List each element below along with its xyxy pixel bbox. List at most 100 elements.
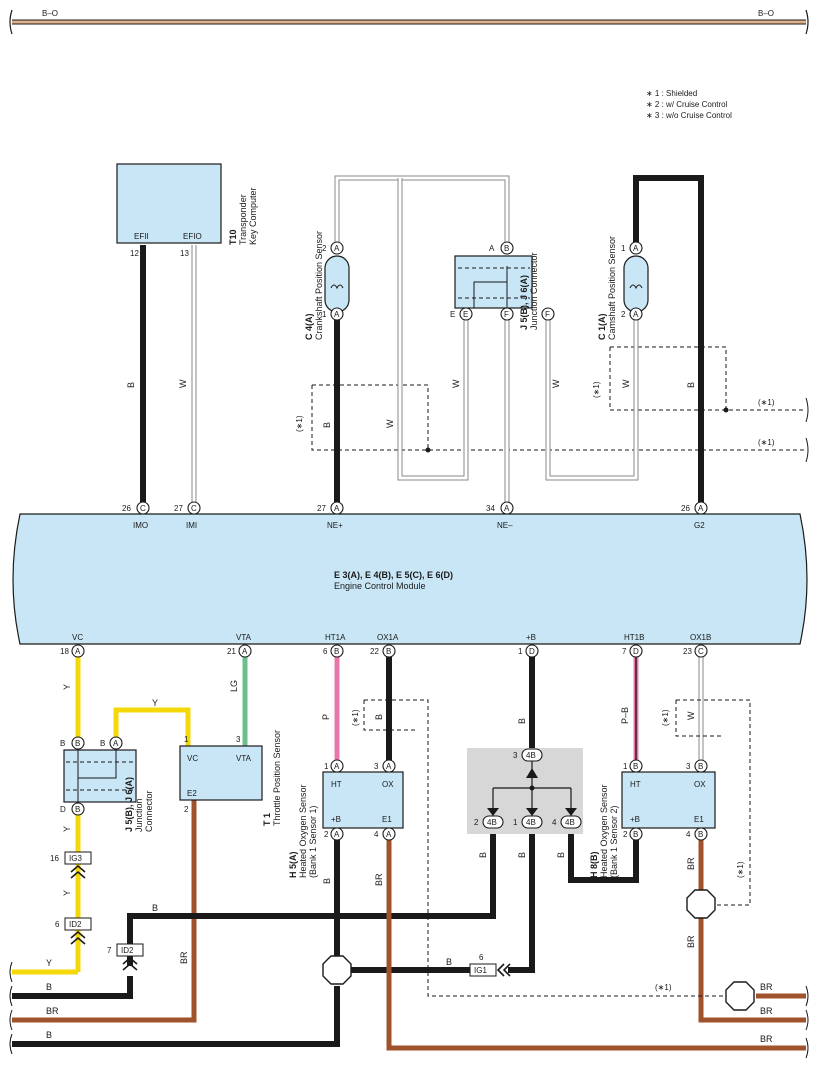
pin-number: 6 [479, 953, 484, 962]
wire-color-label: B [478, 852, 488, 858]
shield-note-label: (∗1) [655, 983, 672, 992]
engine-control-module: E 3(A), E 4(B), E 5(C), E 6(D) Engine Co… [12, 513, 808, 645]
wire-color-label: BR [760, 1034, 773, 1044]
terminal-letter: A [504, 504, 510, 513]
wire-labels-bottom: Y Y LG P (∗1) B B P–B (∗1) W Y Y Y B BR … [46, 680, 773, 1044]
pin-number: 1 [322, 310, 327, 319]
terminal-letter: D [529, 647, 535, 656]
component-name: Junction [134, 798, 144, 832]
wire-color-label: (∗1) [351, 709, 360, 726]
pin-number: 1 [513, 818, 518, 827]
pin-number: 26 [122, 504, 131, 513]
wire-color-label: (∗1) [592, 381, 601, 398]
pin-number: 1 [324, 762, 329, 771]
pin-number: 3 [686, 762, 691, 771]
terminal-name: OX [694, 780, 706, 789]
terminal-name: +B [526, 633, 536, 642]
terminal-letter: C [140, 504, 146, 513]
wire-color-label: B [322, 878, 332, 884]
pin-number: 3 [513, 751, 518, 760]
pin-number: 3 [236, 735, 241, 744]
terminal-name: IMO [133, 521, 148, 530]
splice-octagon [686, 889, 716, 919]
note-cruise: ∗ 2 : w/ Cruise Control [646, 100, 728, 109]
pin-number: 7 [622, 647, 627, 656]
crankshaft-position-sensor: A A 2 1 C 4(A) Crankshaft Position Senso… [304, 231, 350, 340]
terminal-name: +B [331, 815, 341, 824]
wire-color-label: LG [229, 680, 239, 692]
pin-number: 22 [370, 647, 379, 656]
pin-number: 21 [227, 647, 236, 656]
terminal-name: OX [382, 780, 394, 789]
wire-color-label: B [46, 1030, 52, 1040]
connector-code: IG1 [474, 966, 487, 975]
splice-octagon [322, 955, 352, 985]
wire-color-label: W [451, 379, 461, 388]
junction-connector-top: B A E F F E J 5(B), J 6(A) Junction Conn… [450, 241, 555, 330]
component-id: J 5(B), J 6(A) [519, 275, 529, 330]
terminal-name: VC [72, 633, 83, 642]
connector-code: ID2 [69, 920, 82, 929]
wire-color-label: Y [46, 958, 52, 968]
pin-number: 2 [474, 818, 479, 827]
junction-code: 4B [565, 818, 575, 827]
pin-number: 2 [623, 830, 628, 839]
wire-color-label: (∗1) [736, 861, 745, 878]
pin-number: 27 [174, 504, 183, 513]
terminal-name: OX1B [690, 633, 711, 642]
pin-number: 2 [322, 244, 327, 253]
terminal-letter: C [698, 647, 704, 656]
terminal-letter: F [504, 310, 509, 319]
note-shielded: ∗ 1 : Shielded [646, 89, 697, 98]
wire-color-label: BR [760, 1006, 773, 1016]
terminal-letter: A [113, 739, 119, 748]
terminal-letter: A [489, 244, 495, 253]
wire-color-label: BR [46, 1006, 59, 1016]
terminal-letter: B [386, 647, 391, 656]
wire-color-label: B [126, 382, 136, 388]
terminal-letter: A [698, 504, 704, 513]
wire-color-label: B [374, 714, 384, 720]
terminal-letter: B [698, 762, 703, 771]
component-name: Transponder [238, 194, 248, 245]
terminal-name: VC [187, 754, 198, 763]
wire-color-label: (∗1) [295, 415, 304, 432]
wire-color-label: W [385, 419, 395, 428]
component-name: Key Computer [248, 187, 258, 245]
junction-connector-bottom: B B A B B D J 5(B), J 6(A) Junction Conn… [60, 736, 154, 832]
terminal-name: NE– [497, 521, 513, 530]
terminal-letter: B [100, 739, 105, 748]
terminal-letter: A [75, 647, 81, 656]
wire-color-label: B [322, 422, 332, 428]
top-bus-left-label: B–O [42, 9, 58, 18]
terminal-letter: A [334, 244, 340, 253]
wire-color-label: Y [152, 698, 158, 708]
splice-points [322, 889, 755, 1011]
wire-color-label: W [621, 379, 631, 388]
component-name: Connector [144, 790, 154, 832]
pin-number: 13 [180, 249, 189, 258]
pin-number: 34 [486, 504, 495, 513]
component-id: C 4(A) [304, 313, 314, 340]
terminal-name: VTA [236, 633, 252, 642]
terminal-letter: F [545, 310, 550, 319]
pin-number: 1 [518, 647, 523, 656]
junction-code: 4B [487, 818, 497, 827]
terminal-letter: B [75, 805, 80, 814]
wire-color-label: P [321, 714, 331, 720]
component-name: Heated Oxygen Sensor [298, 784, 308, 878]
wire-color-label: BR [686, 935, 696, 948]
terminal-name: NE+ [327, 521, 343, 530]
wire-color-label: BR [760, 982, 773, 992]
terminal-letter: A [633, 244, 639, 253]
ecm-name: Engine Control Module [334, 581, 426, 591]
pin-label: EFII [134, 232, 149, 241]
terminal-name: HT1B [624, 633, 644, 642]
pin-number: 2 [621, 310, 626, 319]
component-name: Junction Connector [529, 252, 539, 330]
pin-number: 16 [50, 854, 59, 863]
top-bus-right-label: B–O [758, 9, 774, 18]
terminal-letter: A [242, 647, 248, 656]
pin-number: 2 [324, 830, 329, 839]
wire-color-label: P–B [620, 707, 630, 724]
